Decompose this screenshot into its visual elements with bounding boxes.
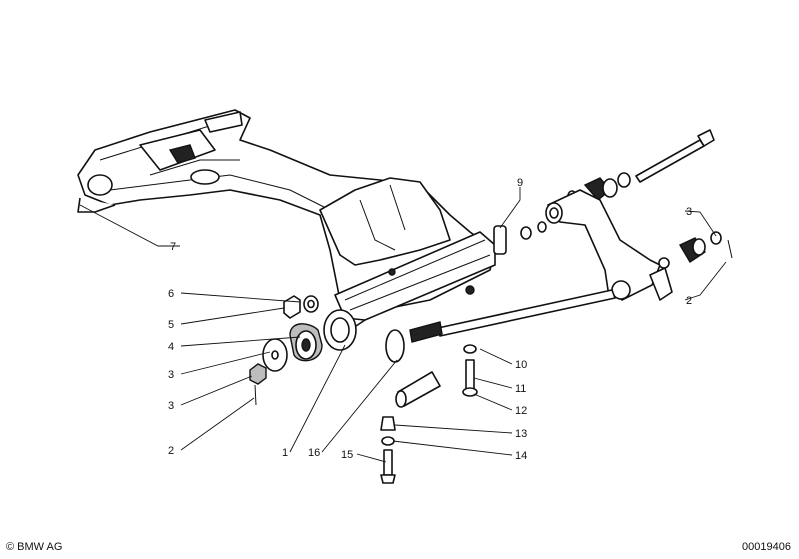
leader-lines bbox=[79, 187, 727, 463]
lower-hardware bbox=[380, 344, 478, 484]
callout-2-left: 2 bbox=[168, 445, 174, 457]
callout-8: 7 bbox=[170, 241, 176, 253]
tension-strut bbox=[385, 289, 616, 363]
engine-mount-assembly bbox=[249, 295, 323, 406]
callout-15: 15 bbox=[341, 449, 353, 461]
callout-9: 9 bbox=[517, 177, 523, 189]
copyright-notice: © BMW AG bbox=[6, 541, 63, 553]
callout-2-right: 2 bbox=[686, 295, 692, 307]
callout-10: 10 bbox=[515, 359, 527, 371]
callout-1: 1 bbox=[282, 447, 288, 459]
callout-7: 6 bbox=[168, 288, 174, 300]
callout-5: 4 bbox=[168, 341, 174, 353]
callout-3-left: 3 bbox=[168, 400, 174, 412]
axle-carrier bbox=[77, 109, 496, 351]
document-number: 00019406 bbox=[742, 541, 791, 553]
callout-labels: 7 6 5 4 3 3 2 1 16 9 3 2 10 11 12 13 14 … bbox=[168, 177, 692, 462]
callout-6: 5 bbox=[168, 319, 174, 331]
callout-12: 12 bbox=[515, 405, 527, 417]
control-arm-assembly bbox=[493, 129, 733, 301]
callout-11: 11 bbox=[515, 383, 526, 395]
callout-16: 16 bbox=[308, 447, 320, 459]
callout-3-right: 3 bbox=[686, 206, 692, 218]
callout-14: 14 bbox=[515, 450, 527, 462]
callout-13: 13 bbox=[515, 428, 527, 440]
callout-4: 3 bbox=[168, 369, 174, 381]
